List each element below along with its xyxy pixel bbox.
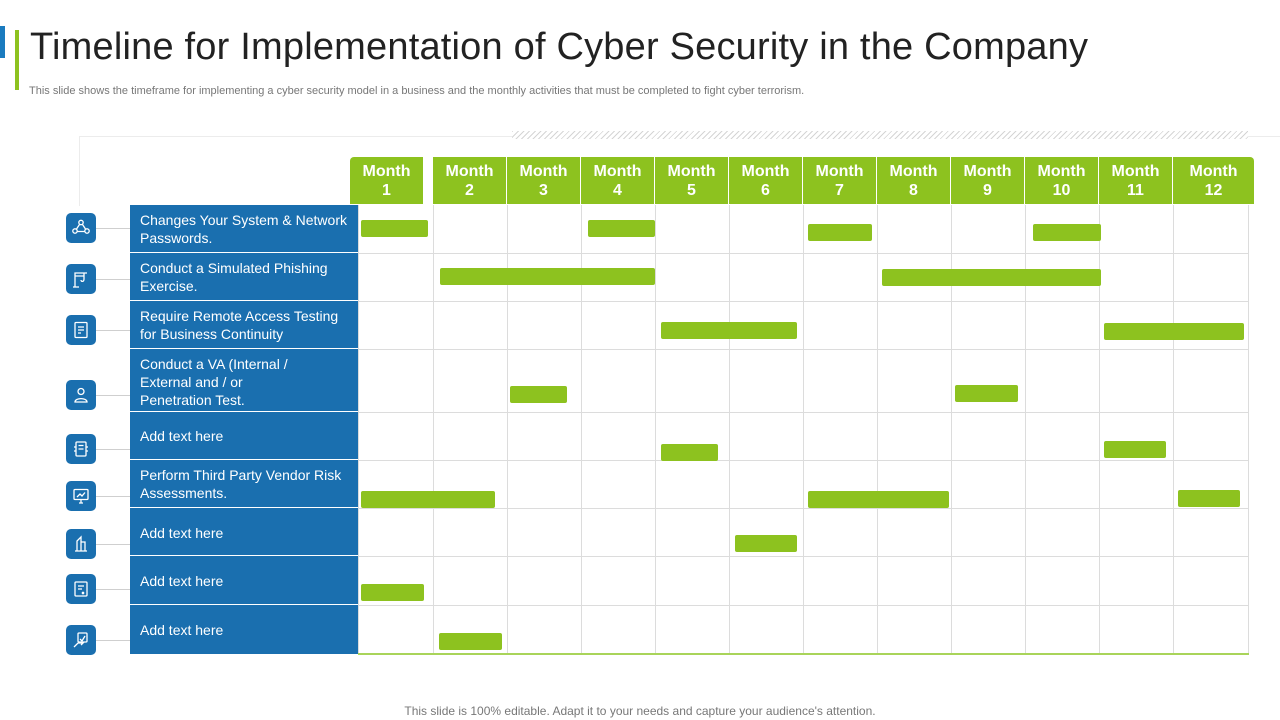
timeline-bar	[882, 269, 1101, 286]
timeline-bar	[1033, 224, 1101, 241]
grid-hline	[358, 556, 1249, 557]
activity-label-9: Add text here	[130, 605, 358, 654]
server-device-icon	[66, 434, 96, 464]
grid-vline	[877, 205, 878, 654]
icon-connector	[96, 496, 130, 497]
icon-connector	[96, 395, 130, 396]
icon-connector	[96, 279, 130, 280]
monitor-chart-icon	[66, 481, 96, 511]
icon-connector	[96, 228, 130, 229]
timeline-bar	[808, 224, 872, 241]
grid-vline	[433, 205, 434, 654]
timeline-bar	[361, 220, 428, 237]
icon-connector	[96, 640, 130, 641]
timeline-bar	[361, 491, 495, 508]
title-accent-blue	[0, 26, 5, 58]
activity-label-8: Add text here	[130, 556, 358, 605]
timeline-bar	[361, 584, 424, 601]
grid-vline	[507, 205, 508, 654]
page-subtitle: This slide shows the timeframe for imple…	[29, 85, 805, 97]
timeline-bar	[735, 535, 797, 552]
grid-hline	[358, 508, 1249, 509]
grid-vline	[358, 205, 359, 654]
timeline-bar	[588, 220, 655, 237]
grid-vline	[1025, 205, 1026, 654]
hook-crane-icon	[66, 264, 96, 294]
timeline-bar	[661, 322, 797, 339]
activity-label-3: Require Remote Access Testing for Busine…	[130, 301, 358, 349]
frame-left-line	[79, 136, 80, 206]
timeline-bar	[661, 444, 718, 461]
grid-vline	[951, 205, 952, 654]
document-check-icon	[66, 315, 96, 345]
grid-bottom-line	[358, 653, 1249, 655]
timeline-bar	[510, 386, 567, 403]
timeline-bar	[955, 385, 1018, 402]
icon-connector	[96, 544, 130, 545]
user-shield-icon	[66, 380, 96, 410]
grid-vline	[655, 205, 656, 654]
timeline-bar	[1104, 323, 1244, 340]
footer-note: This slide is 100% editable. Adapt it to…	[404, 704, 876, 718]
report-document-icon	[66, 574, 96, 604]
grid-vline	[1173, 205, 1174, 654]
icon-connector	[96, 449, 130, 450]
timeline-bar	[440, 268, 655, 285]
hand-building-icon	[66, 529, 96, 559]
grid-vline	[729, 205, 730, 654]
grid-hline	[358, 301, 1249, 302]
activity-label-4: Conduct a VA (Internal / External and / …	[130, 349, 358, 412]
page-title: Timeline for Implementation of Cyber Sec…	[30, 26, 1089, 68]
people-network-icon	[66, 213, 96, 243]
timeline-bar	[1104, 441, 1166, 458]
activity-label-7: Add text here	[130, 508, 358, 556]
activity-label-6: Perform Third Party Vendor Risk Assessme…	[130, 460, 358, 508]
timeline-bar	[808, 491, 949, 508]
grid-hline	[358, 349, 1249, 350]
icon-connector	[96, 330, 130, 331]
grid-hline	[358, 605, 1249, 606]
activity-label-1: Changes Your System & Network Passwords.	[130, 205, 358, 253]
grid-vline	[803, 205, 804, 654]
grid-vline	[1099, 205, 1100, 654]
activity-label-2: Conduct a Simulated Phishing Exercise.	[130, 253, 358, 301]
hatch-decoration	[512, 131, 1248, 139]
grid-hline	[358, 253, 1249, 254]
grid-vline	[1248, 205, 1249, 654]
grid-hline	[358, 460, 1249, 461]
activity-label-5: Add text here	[130, 412, 358, 460]
grid-hline	[358, 412, 1249, 413]
timeline-bar	[439, 633, 502, 650]
title-accent-green	[15, 30, 19, 90]
hand-card-icon	[66, 625, 96, 655]
grid-vline	[581, 205, 582, 654]
icon-connector	[96, 589, 130, 590]
timeline-bar	[1178, 490, 1240, 507]
